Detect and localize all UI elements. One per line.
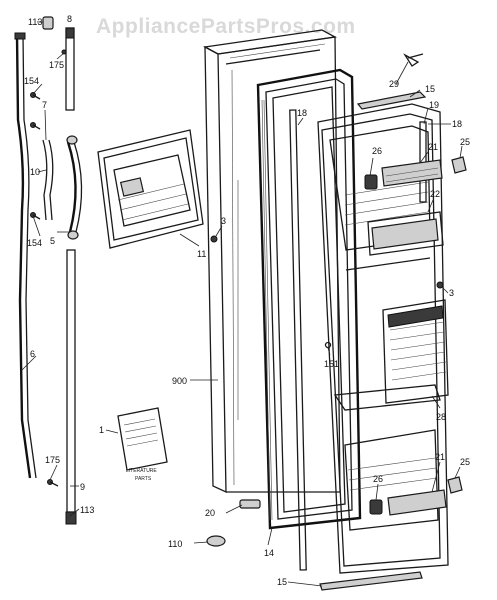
label-151: 151 [324, 359, 339, 369]
knob-25-top [451, 156, 467, 174]
small-fasteners [206, 53, 444, 547]
label-25-bottom: 25 [460, 457, 470, 467]
bottom-trim-cap [319, 571, 423, 591]
label-113-bottom: 113 [80, 505, 94, 515]
literature-label-line1: LITERATURE [126, 468, 157, 474]
screw-group-top [30, 49, 67, 130]
label-15-bottom: 15 [277, 577, 287, 587]
label-1: 1 [99, 425, 104, 435]
label-20: 20 [205, 508, 215, 518]
label-21-bottom: 21 [435, 452, 445, 462]
leader-lines [21, 52, 463, 587]
label-154-bottom: 154 [27, 238, 42, 248]
label-19: 19 [429, 100, 439, 110]
label-22: 22 [430, 189, 440, 199]
label-113-top: 113 [28, 17, 42, 27]
dispenser-door-28 [382, 299, 449, 404]
label-11: 11 [197, 249, 206, 259]
label-154-top: 154 [24, 76, 39, 86]
watermark-text: AppliancePartsPros.com [96, 15, 356, 38]
label-14: 14 [264, 548, 274, 558]
label-29: 29 [389, 79, 399, 89]
label-18-right: 18 [452, 119, 462, 129]
bin-retainer-22 [367, 211, 444, 256]
label-25-top: 25 [460, 137, 470, 147]
clip-26-top [364, 174, 378, 190]
label-175-top: 175 [49, 60, 64, 70]
screw-bottom [47, 479, 59, 487]
literature-parts-booklet: LITERATURE PARTS [117, 407, 168, 482]
door-gasket-frame [256, 68, 362, 530]
knob-25-bottom [447, 476, 463, 494]
handle-bracket [30, 139, 54, 221]
label-175-bottom: 175 [45, 455, 60, 465]
dispenser-handle [66, 135, 83, 240]
trim-cap-top [14, 32, 26, 40]
label-900: 900 [172, 376, 187, 386]
label-18-left: 18 [297, 108, 307, 118]
label-7: 7 [42, 100, 47, 110]
part-number-labels: 113 8 175 154 7 10 154 5 6 175 9 113 11 … [24, 14, 470, 587]
label-28: 28 [436, 412, 446, 422]
inner-door-liner [317, 103, 449, 574]
breaker-strip-left [289, 109, 307, 571]
handle-trim-strip [14, 32, 37, 479]
label-3-left: 3 [221, 216, 226, 226]
label-5: 5 [50, 236, 55, 246]
label-26-top: 26 [372, 146, 382, 156]
shelf-bin-bottom [387, 489, 447, 516]
top-trim-cap [356, 91, 427, 110]
label-10: 10 [30, 167, 40, 177]
cap-part-113-top [37, 16, 54, 30]
label-26-bottom: 26 [373, 474, 383, 484]
label-21-top: 21 [428, 142, 438, 152]
dispenser-housing-panel [97, 129, 204, 249]
label-9: 9 [80, 482, 85, 492]
label-15-top: 15 [425, 84, 435, 94]
label-3-right: 3 [449, 288, 454, 298]
label-110: 110 [168, 539, 182, 549]
handle-rail [65, 27, 77, 525]
literature-label-line2: PARTS [135, 476, 152, 482]
label-8: 8 [67, 14, 72, 24]
clip-26-bottom [369, 499, 383, 515]
label-6: 6 [30, 349, 35, 359]
